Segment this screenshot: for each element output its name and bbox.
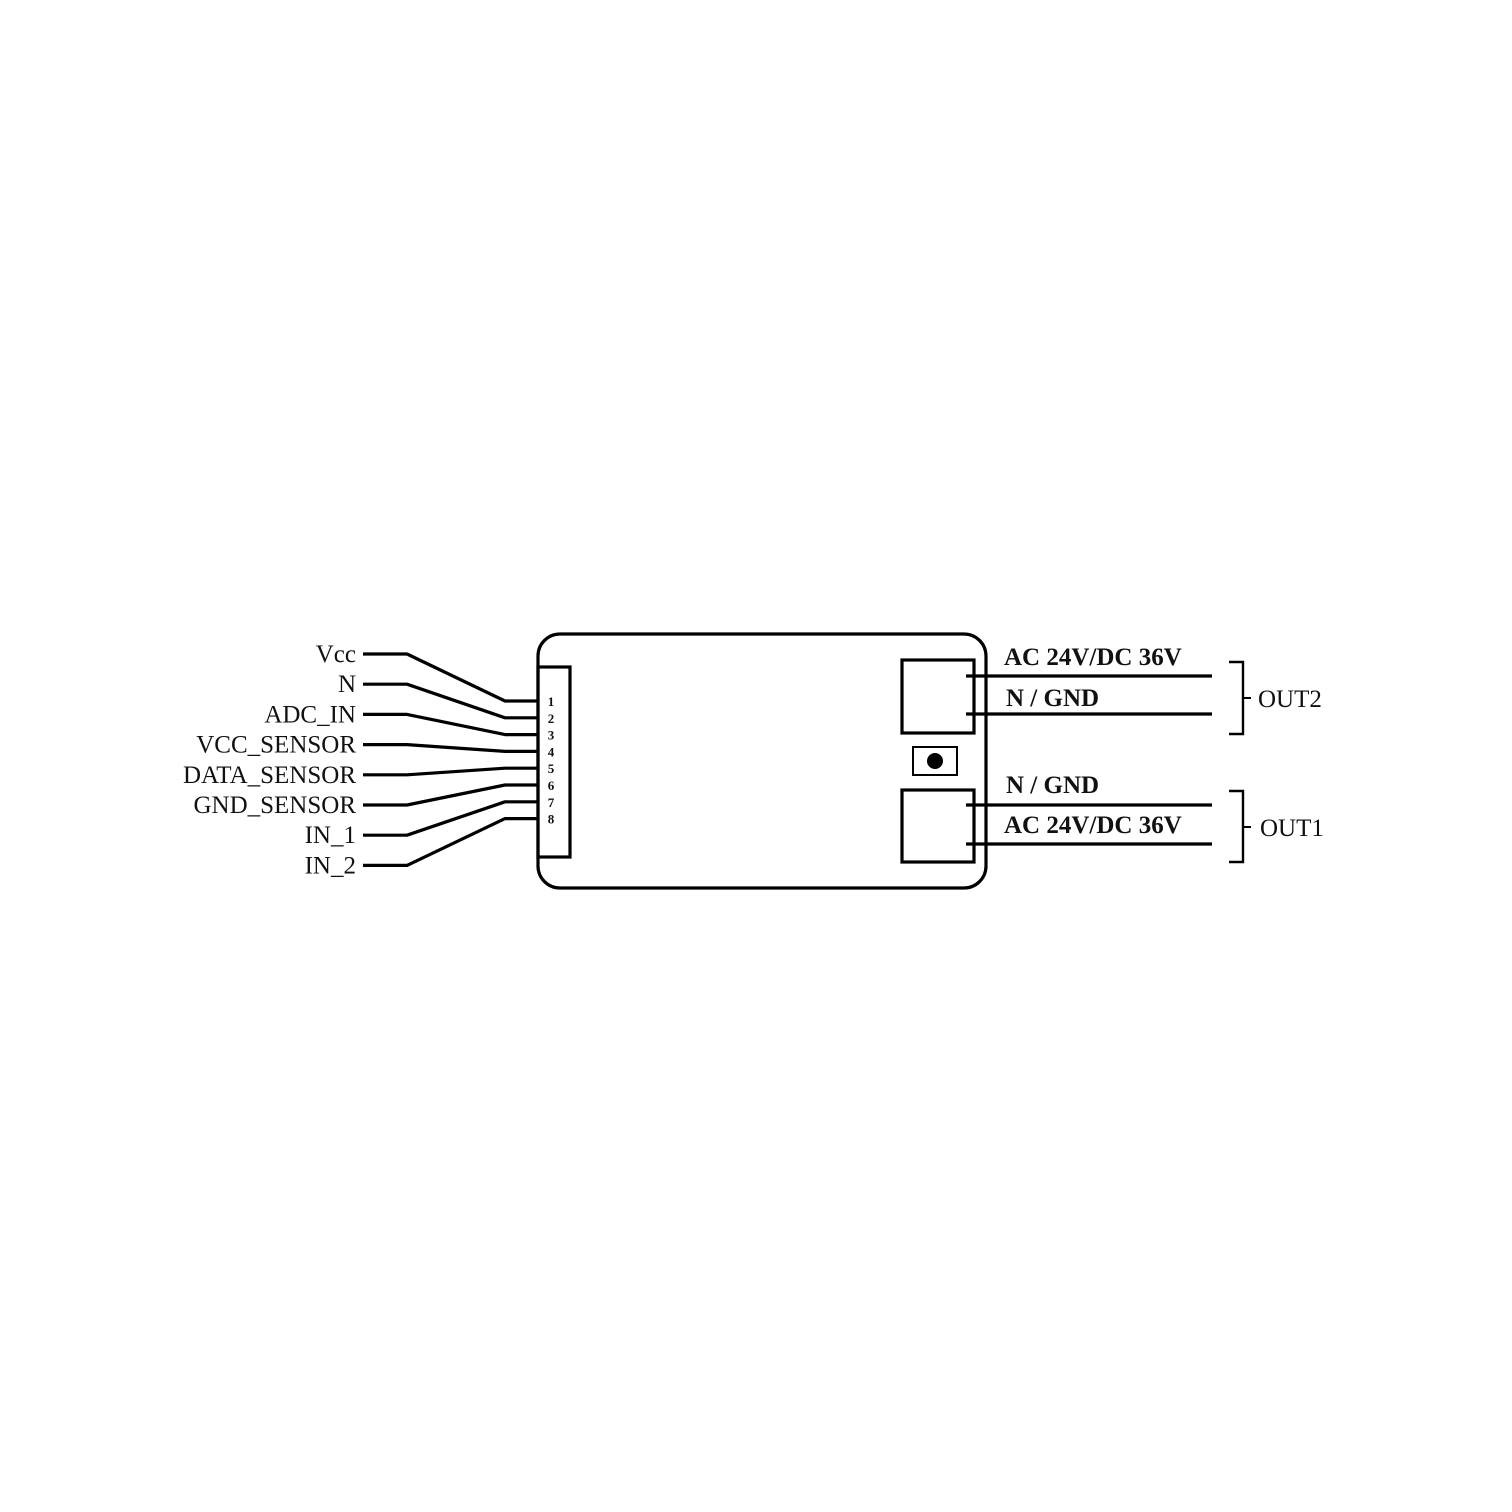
pin-wire-6 (363, 783, 538, 807)
out2-bottom-label: N / GND (1006, 685, 1099, 712)
pin-label-7: IN_1 (305, 822, 356, 849)
out2-label: OUT2 (1258, 686, 1322, 713)
pin-number-3: 3 (548, 728, 555, 743)
pin-number-2: 2 (548, 711, 555, 726)
pin-label-3: ADC_IN (264, 701, 356, 728)
pin-wires (363, 652, 538, 868)
pin-label-1: Vcc (316, 641, 356, 668)
pin-label-5: DATA_SENSOR (183, 762, 356, 789)
pin-label-8: IN_2 (305, 852, 356, 879)
pin-wire-1 (363, 652, 538, 703)
pin-label-6: GND_SENSOR (193, 792, 356, 819)
pin-wire-2 (363, 682, 538, 720)
pin-wire-7 (363, 800, 538, 837)
module-body (536, 632, 988, 890)
pin-numbers: 1 2 34 5 6 7 8 (548, 694, 555, 827)
pin-number-5: 5 (548, 761, 555, 776)
pin-label-2: N (338, 671, 356, 698)
out1-terminal-block (900, 788, 976, 864)
pin-number-4: 4 (548, 744, 555, 759)
pin-wire-5 (363, 766, 538, 777)
button-icon (927, 753, 943, 769)
out1-top-label: N / GND (1006, 772, 1099, 799)
out1-label: OUT1 (1260, 815, 1324, 842)
out2-terminal-block (900, 658, 976, 735)
out1-bracket (1229, 789, 1245, 864)
pin-header (536, 665, 572, 859)
out2-bracket (1229, 660, 1245, 736)
pin-label-4: VCC_SENSOR (196, 732, 356, 759)
button-housing (912, 746, 958, 776)
pin-number-8: 8 (548, 812, 555, 827)
pin-number-7: 7 (548, 795, 555, 810)
out1-bottom-label: AC 24V/DC 36V (1004, 812, 1182, 839)
pin-wire-3 (363, 712, 538, 737)
out2-top-label: AC 24V/DC 36V (1004, 644, 1182, 671)
pin-wire-4 (363, 742, 538, 754)
pin-number-6: 6 (548, 778, 555, 793)
pin-number-1: 1 (548, 694, 555, 709)
pin-wire-8 (363, 816, 538, 868)
